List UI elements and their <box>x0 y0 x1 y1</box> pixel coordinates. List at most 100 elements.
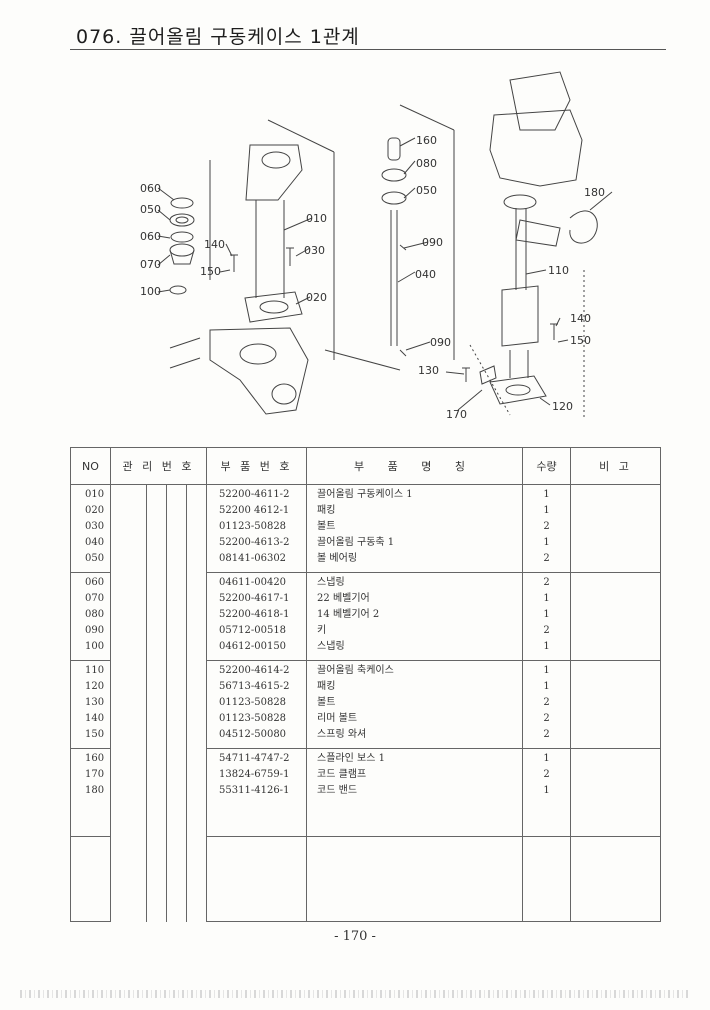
mgmt-cell <box>110 748 147 837</box>
snap-ring-small-shape <box>169 285 187 295</box>
callout-150-b: 150 <box>570 334 591 347</box>
callout-050-b: 050 <box>416 184 437 197</box>
callout-030: 030 <box>304 244 325 257</box>
table-row-group: 010 020 030 040 050 52200-4611-2 52200 4… <box>70 484 662 573</box>
header-mgmt-no: 관 리 번 호 <box>109 447 208 485</box>
part-no-cell: 52200-4611-2 52200 4612-1 01123-50828 52… <box>206 484 308 573</box>
mgmt-cell <box>166 748 187 837</box>
quantity: 2 <box>543 553 550 564</box>
part-name: 스냅링 <box>317 577 345 588</box>
empty-cell <box>206 836 308 922</box>
snap-ring-shape <box>170 197 194 209</box>
no-cell: 010 020 030 040 050 <box>70 484 111 573</box>
mgmt-cell <box>185 572 208 661</box>
mgmt-cell <box>146 572 167 661</box>
item-no: 080 <box>85 609 105 620</box>
item-no: 130 <box>85 697 105 708</box>
part-name: 끌어올림 구동케이스 1 <box>317 489 413 500</box>
callout-120: 120 <box>552 400 573 413</box>
empty-cell <box>70 836 111 922</box>
upper-gearbox-shape <box>509 71 571 131</box>
mgmt-cell <box>146 748 167 837</box>
item-no: 100 <box>85 641 105 652</box>
item-no: 090 <box>85 625 105 636</box>
no-cell: 110 120 130 140 150 <box>70 660 111 749</box>
part-name-cell: 끌어올림 축케이스 패킹 볼트 리머 볼트 스프링 와셔 <box>306 660 524 749</box>
gearbox-cover-shape <box>489 109 583 187</box>
note-cell <box>570 484 662 573</box>
part-number: 13824-6759-1 <box>219 769 290 780</box>
parts-table: NO 관 리 번 호 부 품 번 호 부 품 명 칭 수량 비 고 010 02… <box>70 447 662 922</box>
part-number: 52200-4617-1 <box>219 593 290 604</box>
part-name: 14 베벨기어 2 <box>317 609 380 620</box>
ball-bearing-shape <box>381 191 407 205</box>
mgmt-cell <box>146 484 167 573</box>
header-qty: 수량 <box>522 447 572 485</box>
table-row-group: 110 120 130 140 150 52200-4614-2 56713-4… <box>70 660 662 749</box>
part-name: 코드 클램프 <box>317 769 367 780</box>
part-number: 52200 4612-1 <box>219 505 290 516</box>
mgmt-cell <box>185 748 208 837</box>
quantity: 1 <box>543 785 550 796</box>
quantity: 2 <box>543 521 550 532</box>
empty-cell <box>522 836 572 922</box>
flange-shape <box>503 194 537 210</box>
callout-140-b: 140 <box>570 312 591 325</box>
part-name-cell: 스냅링 22 베벨기어 14 베벨기어 2 키 스냅링 <box>306 572 524 661</box>
item-no: 050 <box>85 553 105 564</box>
snap-ring-shape-2 <box>170 231 194 243</box>
table-header-row: NO 관 리 번 호 부 품 번 호 부 품 명 칭 수량 비 고 <box>70 447 662 485</box>
mgmt-cell <box>146 660 167 749</box>
empty-cell <box>306 836 524 922</box>
part-no-cell: 04611-00420 52200-4617-1 52200-4618-1 05… <box>206 572 308 661</box>
drive-case-top-shape <box>245 144 303 201</box>
part-no-cell: 52200-4614-2 56713-4615-2 01123-50828 01… <box>206 660 308 749</box>
part-number: 04512-50080 <box>219 729 287 740</box>
callout-050-a: 050 <box>140 203 161 216</box>
callout-150-a: 150 <box>200 265 221 278</box>
quantity: 1 <box>543 609 550 620</box>
gearbox-housing-shape <box>209 327 309 415</box>
item-no: 030 <box>85 521 105 532</box>
quantity: 1 <box>543 537 550 548</box>
title-rule <box>70 49 666 50</box>
table-row-empty <box>70 836 662 922</box>
part-number: 04612-00150 <box>219 641 287 652</box>
note-cell <box>570 748 662 837</box>
mgmt-cell <box>166 484 187 573</box>
part-name: 패킹 <box>317 681 336 692</box>
part-name: 볼트 <box>317 697 336 708</box>
mgmt-cell <box>185 660 208 749</box>
part-number: 01123-50828 <box>219 521 287 532</box>
qty-cell: 1 2 1 <box>522 748 572 837</box>
no-cell: 060 070 080 090 100 <box>70 572 111 661</box>
cord-band-shape <box>569 210 598 244</box>
item-no: 020 <box>85 505 105 516</box>
mgmt-cell <box>166 660 187 749</box>
quantity: 1 <box>543 641 550 652</box>
part-name: 코드 밴드 <box>317 785 358 796</box>
bearing-shape <box>169 213 195 227</box>
part-name: 스냅링 <box>317 641 345 652</box>
item-no: 120 <box>85 681 105 692</box>
part-number: 52200-4614-2 <box>219 665 290 676</box>
drive-case-tube-shape <box>255 200 285 298</box>
header-no: NO <box>70 447 111 485</box>
callout-180: 180 <box>584 186 605 199</box>
item-no: 180 <box>85 785 105 796</box>
quantity: 2 <box>543 625 550 636</box>
part-number: 01123-50828 <box>219 713 287 724</box>
note-cell <box>570 572 662 661</box>
callout-110: 110 <box>548 264 569 277</box>
quantity: 1 <box>543 505 550 516</box>
part-name: 스프링 와셔 <box>317 729 367 740</box>
part-number: 01123-50828 <box>219 697 287 708</box>
table-row-group: 160 170 180 54711-4747-2 13824-6759-1 55… <box>70 748 662 837</box>
empty-cell <box>110 836 147 922</box>
callout-040: 040 <box>415 268 436 281</box>
callout-160: 160 <box>416 134 437 147</box>
part-number: 52200-4611-2 <box>219 489 290 500</box>
qty-cell: 1 1 2 1 2 <box>522 484 572 573</box>
callout-170: 170 <box>446 408 467 421</box>
mgmt-cell <box>110 660 147 749</box>
